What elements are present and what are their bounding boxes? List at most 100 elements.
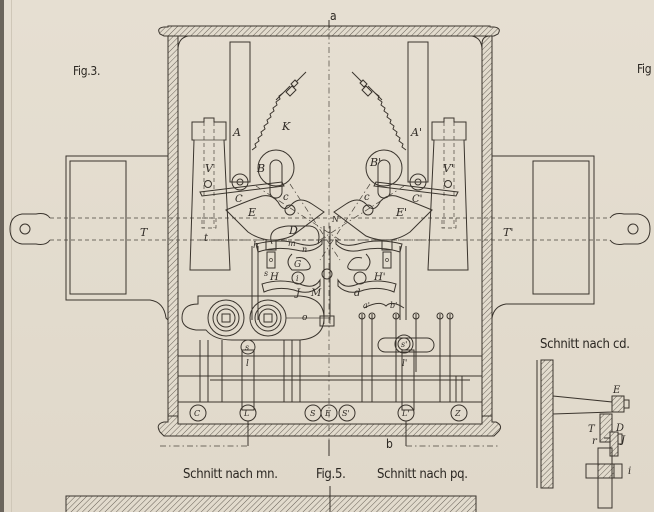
label-E: E: [247, 206, 256, 219]
label-o: o: [302, 313, 308, 323]
lower-frame: [178, 340, 482, 411]
label-V1: V': [443, 162, 454, 175]
part-D: [270, 225, 320, 245]
label-terminal-C: C: [194, 409, 200, 418]
label-s: s: [245, 343, 249, 352]
left-mechanism: [189, 41, 325, 320]
label-s1: s': [401, 340, 407, 349]
label-G: G: [294, 260, 301, 270]
section-marker-a: a: [330, 9, 337, 23]
construction-lines: [200, 183, 460, 261]
cd-label-i: i: [628, 466, 631, 477]
lever-H1: [337, 278, 397, 293]
label-sH-s: s: [264, 269, 268, 278]
label-T: T: [140, 226, 149, 239]
label-b1: b': [390, 301, 397, 310]
housing: [157, 25, 502, 437]
label-h: h: [253, 241, 259, 251]
fig5-hatched-section: [65, 495, 477, 512]
section-cd-drawing: [536, 359, 630, 509]
label-terminal-L: L: [243, 409, 249, 418]
label-t: t: [204, 233, 209, 244]
terminal-E: [320, 404, 338, 422]
label-terminal-S1: S': [342, 409, 350, 418]
label-terminal-Z: Z: [454, 409, 461, 418]
caption-section-cd: Schnitt nach cd.: [540, 337, 630, 352]
label-A: A: [232, 126, 241, 139]
label-n: n: [302, 245, 307, 254]
contact-pins: [358, 312, 454, 402]
label-c1: c: [364, 192, 370, 203]
label-terminal-S: S: [310, 409, 316, 418]
housing-top-wall: [158, 25, 500, 37]
label-l: l: [246, 359, 249, 369]
fig5-label: Fig.5.: [316, 467, 346, 482]
terminal-Z: [450, 404, 468, 422]
cam-E: [225, 195, 325, 241]
label-V: V: [205, 162, 214, 175]
label-d: d: [354, 288, 360, 299]
label-C: C: [235, 194, 243, 205]
label-c: c: [283, 192, 289, 203]
block-V: [189, 117, 231, 271]
cd-label-E: E: [612, 385, 621, 396]
label-B: B: [256, 162, 265, 175]
label-C1: C': [412, 194, 422, 205]
fig3-label: Fig.3.: [73, 64, 101, 78]
block-V1: [427, 117, 469, 271]
part-G: [287, 253, 311, 271]
label-i: i: [296, 274, 299, 283]
label-N: N: [331, 215, 340, 224]
page-fold-line: [11, 0, 12, 512]
bar-A: [229, 41, 251, 183]
label-A1: A': [410, 126, 422, 139]
bar-A1: [407, 41, 429, 183]
page-binding-edge: [0, 0, 4, 512]
caption-section-pq: Schnitt nach pq.: [377, 467, 468, 482]
section-marker-b: b: [386, 437, 393, 451]
label-K: K: [281, 120, 291, 133]
pulley-B: [257, 149, 295, 187]
cd-label-J: J: [619, 435, 626, 446]
lever-C1: [373, 181, 459, 197]
lever-h1: [335, 238, 403, 253]
pulley-B1: [365, 149, 403, 187]
cam-E1: [333, 195, 433, 241]
fig-partial-label: Fig: [637, 62, 652, 76]
label-M: M: [310, 288, 322, 299]
caption-section-mn: Schnitt nach mn.: [183, 467, 278, 482]
right-mechanism: [333, 41, 469, 320]
terminals: [160, 404, 500, 447]
rod-L1: [401, 349, 415, 411]
housing-right-wall: [481, 35, 493, 417]
left-eyelet-hole: [19, 223, 31, 235]
housing-left-wall: [167, 35, 179, 417]
left-side-flange: [65, 155, 169, 321]
cd-label-D: D: [615, 423, 624, 434]
label-terminal-E: E: [324, 409, 331, 418]
cd-label-r: r: [592, 436, 598, 447]
lever-C: [199, 181, 285, 197]
central-post-M: [319, 226, 335, 327]
label-J: J: [294, 288, 301, 299]
label-D: D: [288, 224, 298, 237]
label-H1: H': [373, 272, 385, 283]
lever-h: [255, 238, 323, 253]
cd-label-T: T: [588, 424, 596, 435]
screw-s: [240, 339, 256, 355]
lower-left-wheel-assembly: [181, 295, 330, 355]
label-B1: B': [369, 156, 381, 169]
lever-H: [261, 278, 321, 293]
label-terminal-L1: L': [401, 409, 410, 418]
label-H: H: [269, 272, 279, 283]
label-l1: l': [402, 359, 407, 369]
label-m: m: [288, 239, 296, 248]
terminal-S1: [338, 404, 356, 422]
spring-K: [251, 92, 284, 151]
lower-right-slider-assembly: [358, 302, 454, 402]
spring-K1: [374, 92, 407, 151]
label-T1: T': [503, 226, 513, 239]
label-a1: a': [363, 301, 370, 310]
